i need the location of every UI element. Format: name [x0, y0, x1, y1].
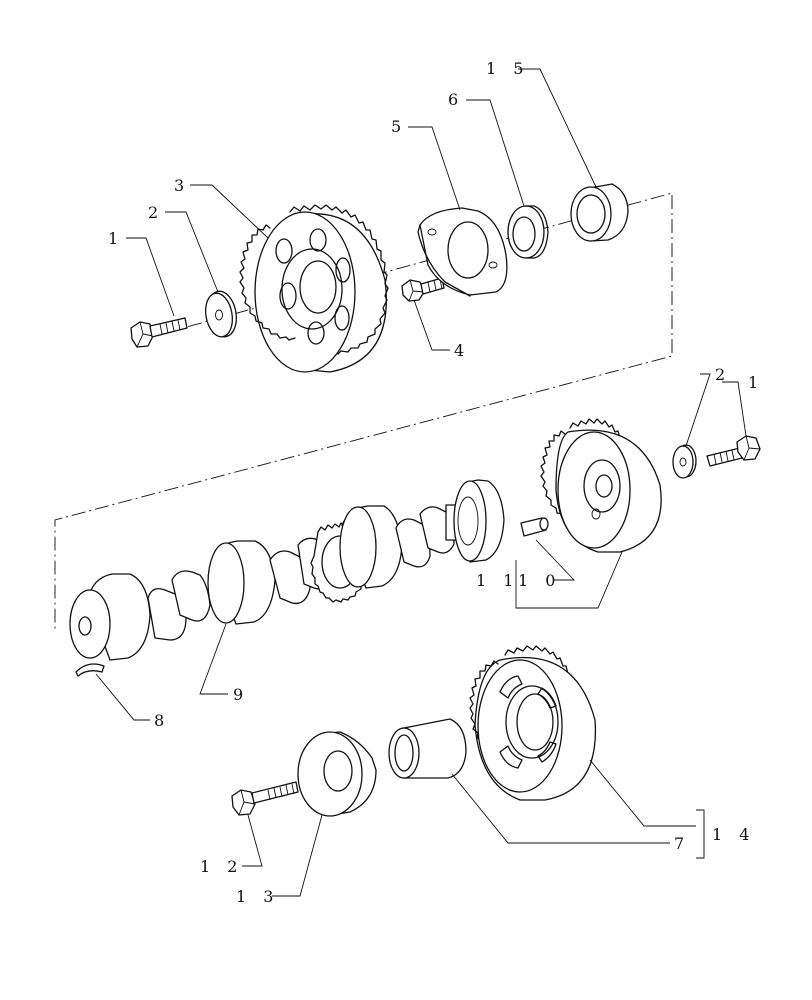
callout-8: 8 [154, 711, 170, 730]
callout-9: 9 [233, 685, 249, 704]
bolt-1-middle [706, 435, 761, 467]
callout-2-upper: 2 [148, 203, 164, 222]
thrust-plate-5 [417, 207, 508, 297]
bushing-15 [570, 183, 629, 242]
washer-2-middle [672, 444, 697, 479]
camshaft-9 [69, 479, 505, 661]
gear-10 [540, 418, 662, 553]
pin-11 [520, 517, 549, 537]
callout-12: 1 2 [200, 857, 243, 876]
callout-4: 4 [454, 341, 470, 360]
callout-3: 3 [174, 176, 190, 195]
sleeve-7 [388, 718, 467, 779]
callout-13: 1 3 [236, 887, 279, 906]
gear-3 [239, 204, 389, 373]
gear-14 [469, 645, 597, 801]
callout-1-middle: 1 [748, 373, 764, 392]
ring-6 [507, 205, 549, 259]
callout-15: 1 5 [486, 59, 529, 78]
callout-7: 7 [674, 834, 690, 853]
callout-14: 1 4 [712, 825, 755, 844]
callout-2-middle: 2 [715, 365, 731, 384]
washer-2-upper [204, 290, 238, 338]
bolt-1-upper [130, 317, 188, 348]
key-8 [75, 663, 105, 677]
callout-11: 1 1 [476, 571, 519, 590]
leader-lines [95, 68, 747, 897]
callout-10: 1 0 [518, 571, 561, 590]
callout-1-upper: 1 [108, 229, 124, 248]
bolt-12 [231, 781, 299, 816]
callout-5: 5 [391, 117, 407, 136]
callout-6: 6 [448, 90, 464, 109]
bolt-4 [401, 277, 445, 302]
hub-13 [297, 731, 377, 817]
